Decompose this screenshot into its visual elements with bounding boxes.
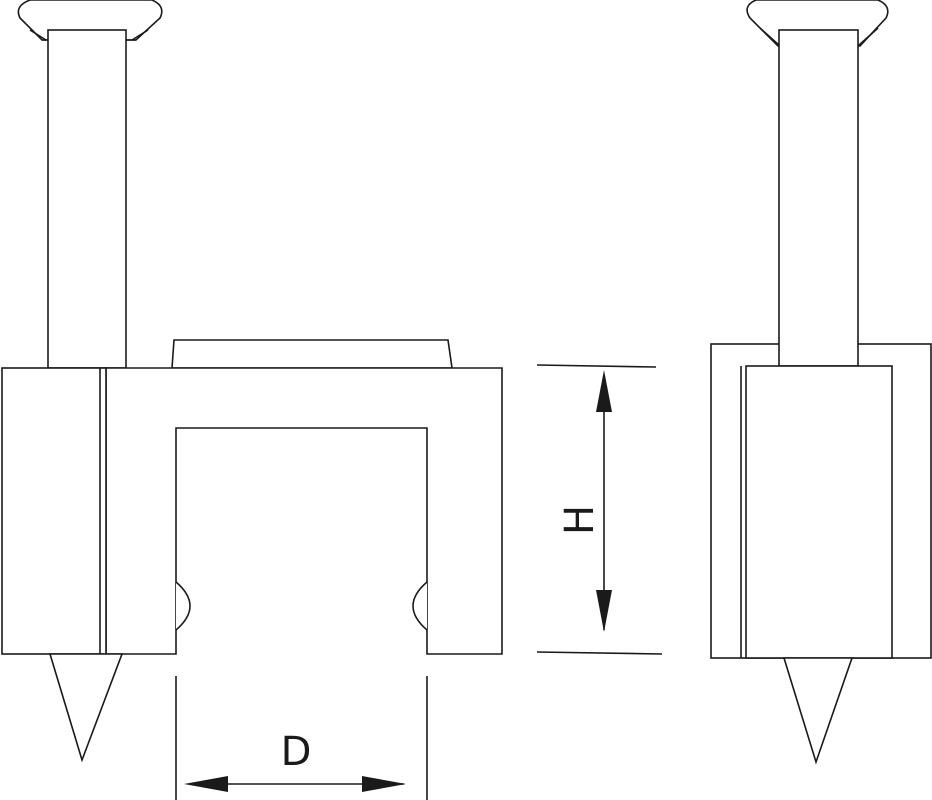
height-label: H [557, 505, 603, 535]
front-view [1, 0, 503, 763]
height-arrow-top [596, 370, 612, 412]
side-nail-tip [782, 657, 854, 765]
side-nail-shank [778, 29, 859, 367]
front-top-pad [171, 339, 453, 369]
side-view [710, 0, 932, 765]
front-left-grip [175, 581, 191, 631]
front-nail-shank [47, 29, 127, 369]
height-extension-bottom [536, 651, 663, 655]
diameter-arrow-right [362, 776, 406, 792]
front-nail-tip [48, 653, 124, 763]
height-arrow-bottom [596, 590, 612, 632]
diameter-dimension: D [175, 676, 428, 800]
diameter-arrow-left [184, 776, 228, 792]
diameter-label: D [281, 729, 312, 775]
height-dimension: H [536, 364, 663, 655]
front-nail-block [1, 367, 107, 655]
front-clip-body [105, 367, 503, 655]
side-inner-recess [745, 365, 893, 659]
front-right-grip [412, 581, 428, 631]
height-extension-top [536, 364, 657, 368]
